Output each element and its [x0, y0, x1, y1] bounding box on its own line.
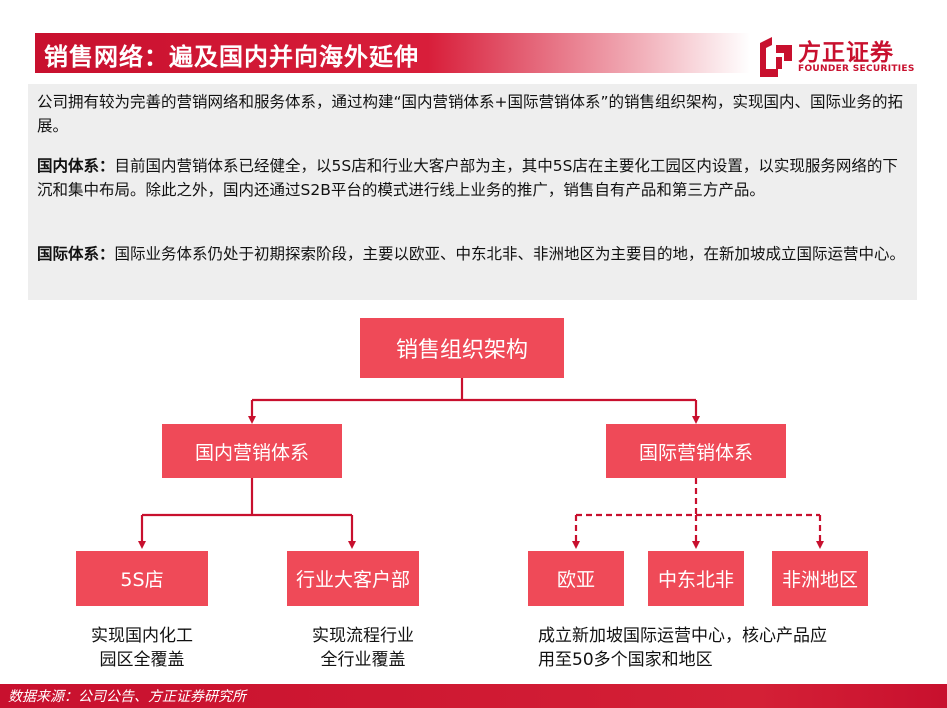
node-international-marketing: 国际营销体系 [606, 424, 786, 478]
international-text: 国际业务体系仍处于初期探索阶段，主要以欧亚、中东北非、非洲地区为主要目的地，在新… [114, 245, 906, 263]
international-label: 国际体系： [37, 245, 115, 263]
logo-english-text: FOUNDER SECURITIES [798, 64, 915, 74]
data-source-text: 数据来源：公司公告、方正证券研究所 [8, 689, 246, 705]
logo-chinese-text: 方正证券 [798, 40, 894, 66]
summary-paragraph-1: 公司拥有较为完善的营销网络和服务体系，通过构建“国内营销体系+国际营销体系”的销… [37, 93, 904, 135]
node-sales-organization: 销售组织架构 [360, 318, 564, 378]
summary-paragraph-domestic: 国内体系：目前国内营销体系已经健全，以5S店和行业大客户部为主，其中5S店在主要… [37, 154, 909, 202]
note-international-line1: 成立新加坡国际运营中心，核心产品应 [538, 626, 827, 646]
domestic-label: 国内体系： [37, 157, 115, 175]
node-5s-store: 5S店 [76, 551, 208, 606]
note-5s-store-line2: 园区全覆盖 [99, 650, 185, 670]
slide-title: 销售网络：遍及国内并向海外延伸 [44, 43, 419, 71]
note-international-line2: 用至50多个国家和地区 [538, 650, 713, 670]
note-5s-store: 实现国内化工 园区全覆盖 [72, 624, 212, 672]
note-international: 成立新加坡国际运营中心，核心产品应 用至50多个国家和地区 [538, 624, 878, 672]
founder-logo-icon [760, 37, 792, 77]
node-eurasia: 欧亚 [528, 551, 624, 606]
source-footer: 数据来源：公司公告、方正证券研究所 [0, 684, 947, 708]
company-logo: 方正证券 FOUNDER SECURITIES [758, 33, 918, 79]
slide-header: 销售网络：遍及国内并向海外延伸 方正证券 FOUNDER SECURITIES [0, 0, 947, 80]
note-key-account-line2: 全行业覆盖 [320, 650, 406, 670]
node-africa: 非洲地区 [772, 551, 868, 606]
node-key-account-dept: 行业大客户部 [287, 551, 419, 606]
note-key-account-line1: 实现流程行业 [312, 626, 414, 646]
node-domestic-marketing: 国内营销体系 [162, 424, 342, 478]
domestic-text: 目前国内营销体系已经健全，以5S店和行业大客户部为主，其中5S店在主要化工园区内… [37, 157, 898, 199]
note-key-account: 实现流程行业 全行业覆盖 [293, 624, 433, 672]
node-middle-east-north-africa: 中东北非 [648, 551, 744, 606]
summary-textbox: 公司拥有较为完善的营销网络和服务体系，通过构建“国内营销体系+国际营销体系”的销… [28, 84, 917, 300]
title-bar [35, 33, 750, 73]
summary-paragraph-international: 国际体系：国际业务体系仍处于初期探索阶段，主要以欧亚、中东北非、非洲地区为主要目… [37, 242, 909, 266]
note-5s-store-line1: 实现国内化工 [91, 626, 193, 646]
